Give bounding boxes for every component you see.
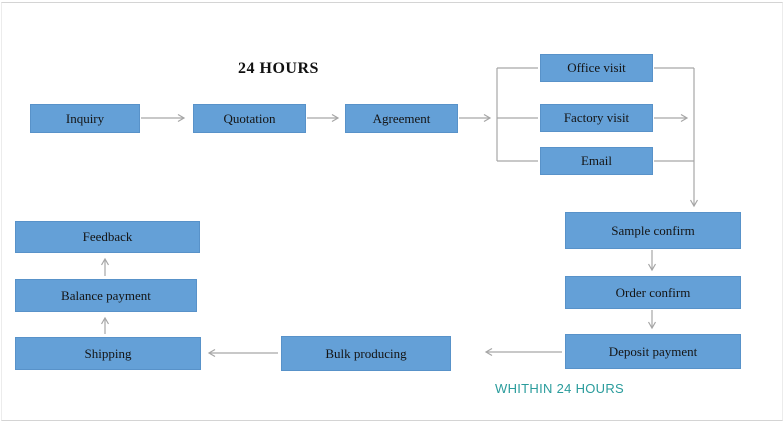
node-email: Email [540, 147, 653, 175]
node-balance-payment: Balance payment [15, 279, 197, 312]
node-quotation: Quotation [193, 104, 306, 133]
footer-note: WHITHIN 24 HOURS [495, 381, 625, 396]
node-order-confirm: Order confirm [565, 276, 741, 309]
node-sample-confirm-label: Sample confirm [611, 222, 695, 238]
node-inquiry: Inquiry [30, 104, 140, 133]
node-office-visit-label: Office visit [567, 60, 626, 75]
node-bulk-producing: Bulk producing [281, 336, 451, 371]
node-sample-confirm: Sample confirm [565, 212, 741, 249]
node-deposit-payment-label: Deposit payment [608, 343, 698, 359]
node-feedback: Feedback [15, 221, 200, 253]
node-office-visit: Office visit [540, 54, 653, 82]
node-feedback-label: Feedback [82, 229, 133, 244]
node-balance-payment-label: Balance payment [61, 287, 151, 303]
node-agreement: Agreement [345, 104, 458, 133]
node-shipping: Shipping [15, 337, 201, 370]
node-shipping-label: Shipping [84, 345, 132, 361]
title-24-hours: 24 HOURS [238, 60, 319, 77]
node-email-label: Email [580, 153, 613, 168]
node-order-confirm-label: Order confirm [615, 284, 691, 300]
node-bulk-producing-label: Bulk producing [325, 345, 407, 361]
node-factory-visit: Factory visit [540, 104, 653, 132]
node-factory-visit-label: Factory visit [563, 110, 630, 125]
node-agreement-label: Agreement [372, 110, 431, 126]
node-inquiry-label: Inquiry [65, 110, 105, 126]
node-deposit-payment: Deposit payment [565, 334, 741, 369]
node-quotation-label: Quotation [223, 110, 276, 126]
